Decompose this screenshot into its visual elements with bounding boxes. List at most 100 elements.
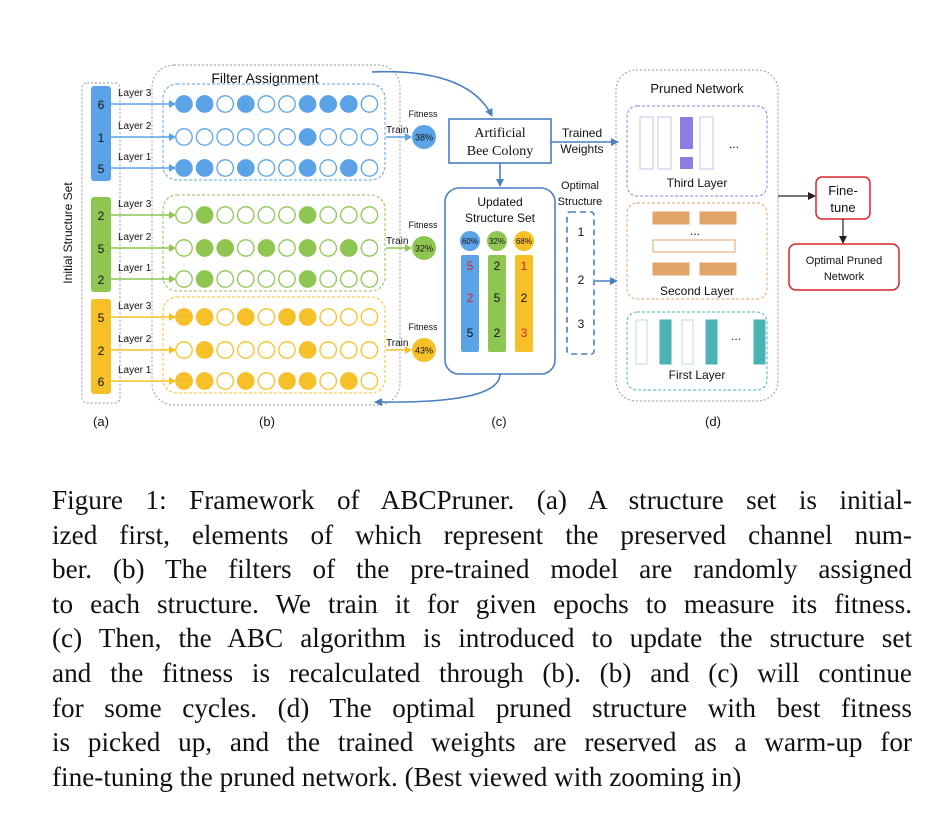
updated-value: 5 [494,291,501,305]
filter-kept [319,95,338,113]
layer-arrow-head [169,211,176,219]
filter-pruned [216,341,235,359]
layer-label: Layer 2 [118,334,152,345]
updated-value: 2 [521,291,528,305]
finetune-line1: Fine- [828,183,858,198]
updated-value: 2 [494,259,501,273]
filter-pruned [216,159,235,177]
structure-bar-blue [91,86,111,181]
group-frame-blue [162,83,386,181]
pruned-filter [635,319,648,365]
structure-value: 1 [98,131,105,145]
layer-label: Layer 1 [118,263,152,274]
fitness-label: Fitness [408,109,438,119]
optimal-value-1: 1 [578,225,585,239]
filter-pruned [216,270,235,288]
layer-arrow-head [169,164,176,172]
panel-label-d: (d) [705,414,721,429]
optimal-structure-box [566,211,595,355]
layer-arrow-head [169,275,176,283]
fitness-value: 43% [415,346,433,356]
updated-fitness-badge [460,231,480,251]
structure-bar-yellow [91,299,111,394]
filter-kept [298,308,317,326]
filter-pruned [319,372,338,390]
caption-line: ber. (b) The filters of the pre-trained … [52,554,912,585]
updated-fitness-value: 68% [516,237,532,246]
filter-pruned [257,206,276,224]
filter-pruned [278,206,296,224]
filter-pruned [278,159,296,177]
abc-title-line2: Bee Colony [467,144,534,159]
optimal-value-2: 2 [578,273,585,287]
layer-label: Layer 3 [118,88,152,99]
kept-filter [659,319,672,365]
updated-value: 3 [521,326,528,340]
updated-value: 1 [521,259,528,273]
filter-pruned [236,128,255,146]
structure-value: 6 [98,98,105,112]
updated-value: 2 [494,326,501,340]
filter-pruned [278,128,296,146]
panel-label-c: (c) [491,414,506,429]
layer-label: Layer 3 [118,301,152,312]
filter-pruned [216,128,235,146]
group-frame-yellow [162,296,386,394]
filter-pruned [319,341,338,359]
train-arrow-head [405,244,412,252]
updated-value: 5 [467,259,474,273]
filter-pruned [175,270,193,288]
layer-arrow-head [169,100,176,108]
optimal-pruned-network-box [788,243,900,291]
figure-caption: Figure 1: Framework of ABCPruner. (a) A … [52,483,912,794]
filter-pruned [236,206,255,224]
caption-line: fine-tuning the pruned network. (Best vi… [52,761,742,792]
filter-pruned [360,308,379,326]
filter-kept [298,159,317,177]
filter-pruned [257,128,276,146]
structure-value: 2 [98,209,105,223]
filter-pruned [339,308,358,326]
filter-kept [339,95,358,113]
layer-arrow-head [169,377,176,385]
optimal-structure-line2: Structure [558,196,603,208]
structure-value: 6 [98,375,105,389]
filter-pruned [257,95,276,113]
initial-structure-set-label: Initial Structure Set [61,182,75,284]
train-arrow-head [405,133,412,141]
second-layer-ellipsis: ... [690,224,700,238]
filter-kept [298,372,317,390]
caption-line: for some cycles. (d) The optimal pruned … [52,692,912,723]
filter-pruned [360,128,379,146]
filter-pruned [216,206,235,224]
filter-kept [195,206,214,224]
third-layer-box [626,105,768,197]
layer-label: Layer 2 [118,121,152,132]
structure-bar-green [91,197,111,292]
filter-kept [175,308,193,326]
filter-pruned [319,128,338,146]
layer-arrow-head [169,133,176,141]
filter-kept [236,308,255,326]
updated-fitness-value: 32% [489,237,505,246]
updated-column-blue [461,255,479,352]
trained-weights-line2: Weights [560,142,603,156]
pruned-network-frame [615,69,779,402]
pruned-filter [699,116,714,170]
filter-kept [339,372,358,390]
train-label: Train [386,125,408,136]
filter-kept [298,239,317,257]
filter-kept [339,159,358,177]
filter-assignment-frame [151,64,401,406]
train-label: Train [386,236,408,247]
filter-pruned [216,372,235,390]
filter-pruned [360,341,379,359]
updated-value: 5 [467,326,474,340]
updated-to-assignment-arrow [374,373,501,407]
third-layer-label: Third Layer [667,176,728,190]
kept-filter [753,319,766,365]
fitness-label: Fitness [408,220,438,230]
filter-pruned [216,95,235,113]
group-frame-green [162,194,386,292]
framework-figure: Initial Structure Set Filter Assignment … [61,64,900,429]
